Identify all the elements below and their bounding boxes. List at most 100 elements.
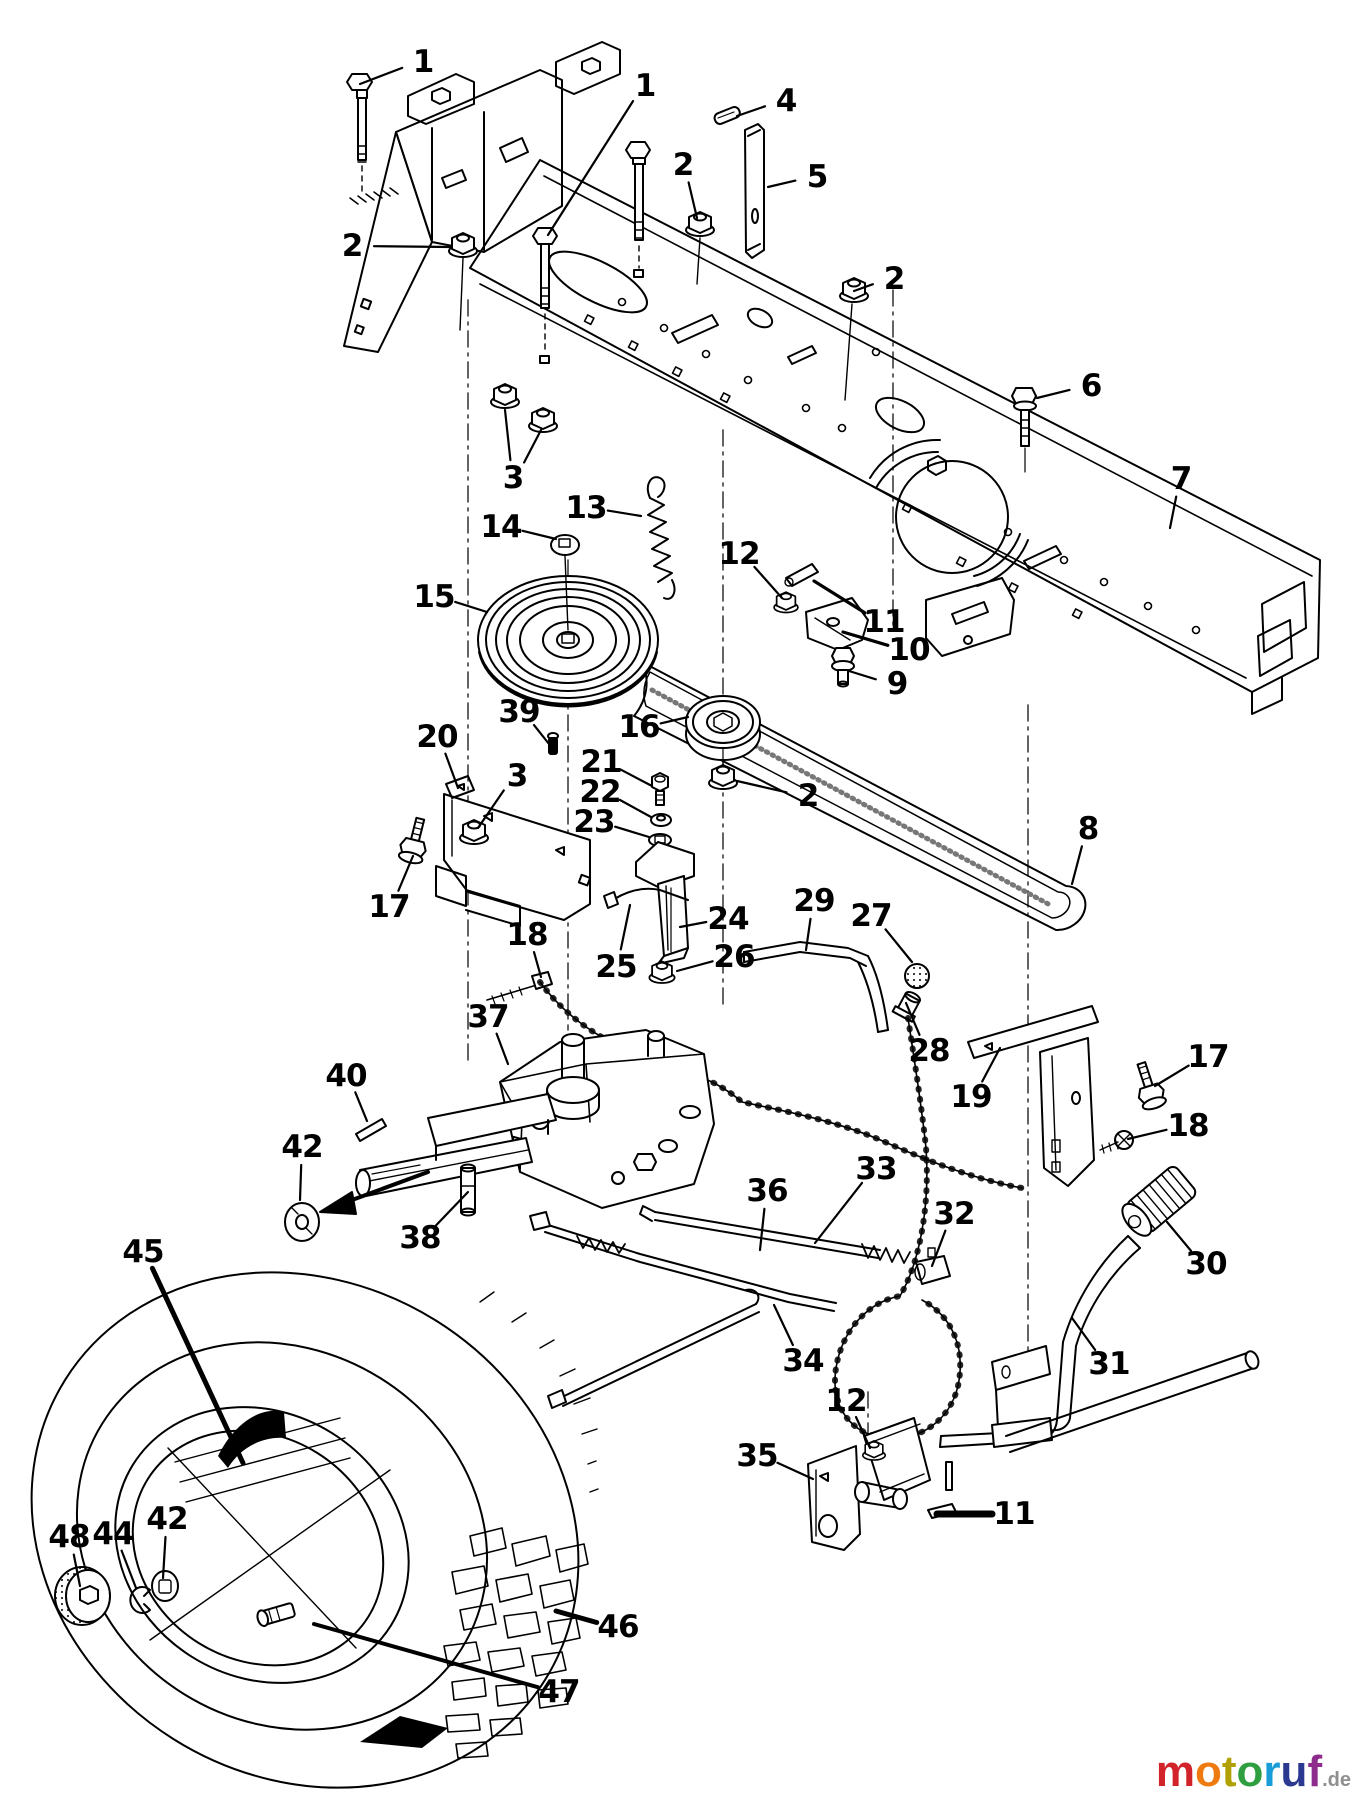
callout-number: 23 [573,804,614,840]
callout-number: 27 [850,898,891,934]
callout-5: 5 [766,159,828,195]
callout-29: 29 [793,883,836,952]
callout-16: 16 [618,709,690,745]
frame-main-plate [469,159,1321,715]
callout-44: 44 [92,1516,138,1590]
callout-34: 34 [772,1303,825,1379]
callout-number: 11 [863,604,904,640]
callout-leader [606,509,643,518]
callout-number: 17 [1187,1039,1228,1075]
callout-number: 1 [635,68,656,104]
callout-39: 39 [498,694,551,746]
callout-number: 48 [48,1519,89,1555]
callout-number: 19 [950,1079,991,1115]
callout-number: 25 [595,949,636,985]
callout-leader [546,99,635,237]
push-nut-18b [1099,1130,1134,1154]
stack-pulley-15 [477,555,659,708]
callout-number: 30 [1185,1246,1227,1282]
watermark-letter: m [1155,1747,1195,1796]
wire-link-25 [603,887,689,909]
callout-leader [687,181,699,220]
callout-30: 30 [1165,1220,1228,1282]
callout-number: 36 [746,1173,787,1209]
callout-46: 46 [553,1608,640,1645]
watermark-letter: u [1280,1747,1308,1796]
callout-24: 24 [678,901,750,937]
callout-number: 12 [718,536,759,572]
callout-45: 45 [122,1234,246,1466]
spring-13 [646,476,676,600]
callout-13: 13 [565,490,643,526]
pedal-grip-30 [1121,1165,1197,1237]
bracket-19 [967,1005,1099,1187]
watermark-letter: r [1263,1747,1281,1796]
callout-42: 42 [281,1129,324,1202]
tire-tread [443,1527,589,1759]
callout-number: 31 [1088,1346,1129,1382]
callout-number: 22 [579,774,620,810]
callout-leader [454,600,489,614]
callout-leader [1035,388,1071,400]
callout-number: 26 [713,939,754,975]
callout-27: 27 [850,898,914,964]
callout-37: 37 [467,999,510,1066]
callout-number: 13 [565,490,606,526]
callout-11: 11 [933,1496,1036,1532]
callout-number: 32 [933,1196,974,1232]
callout-23: 23 [573,804,651,840]
callout-leader [503,408,512,462]
callout-number: 12 [825,1383,866,1419]
callout-leader [852,283,875,293]
hub-cap-48 [54,1566,111,1626]
callout-leader [884,928,914,964]
callout-36: 36 [746,1173,789,1252]
callout-leader [522,428,543,464]
watermark-letter: o [1236,1747,1264,1796]
bolt-17a [397,816,427,865]
callout-leader [354,1091,369,1123]
support-bracket-20 [435,775,592,927]
cap-nut-14 [550,534,580,556]
flange-nut-26 [648,960,676,984]
flange-nut-12b [861,1440,887,1461]
callout-number: 29 [793,883,834,919]
callout-number: 2 [673,147,694,183]
callout-18: 18 [1126,1108,1210,1144]
callout-17: 17 [1153,1039,1230,1088]
washer-42a [284,1202,320,1242]
idler-bracket-10 [805,597,869,651]
link-rod-34 [547,1288,760,1409]
bolt-39 [547,732,559,755]
callout-number: 3 [503,460,524,496]
return-spring [576,1235,626,1254]
callout-38: 38 [399,1190,470,1256]
callout-number: 11 [993,1496,1034,1532]
channel-bracket-24 [635,841,695,965]
callout-number: 40 [325,1058,367,1094]
callout-7: 7 [1168,461,1192,530]
frame-front-tower [343,41,621,353]
callout-leader [1165,1220,1193,1252]
callout-leader [813,1181,864,1245]
callout-leader [1070,1316,1097,1352]
callout-number: 47 [538,1674,579,1710]
callout-leader [812,579,867,615]
callout-18: 18 [506,917,549,979]
flange-nut-2d [708,764,738,790]
callout-2: 2 [342,228,452,264]
callout-leader [618,798,653,819]
callout-number: 3 [507,758,528,794]
callout-leader [981,1046,1002,1083]
callout-8: 8 [1070,811,1099,886]
callout-leader [372,245,452,249]
watermark-letter: f [1307,1747,1323,1796]
callout-leader [532,950,543,979]
callout-number: 42 [281,1129,322,1165]
flange-nut-3c [459,819,489,845]
spacer-38 [460,1163,476,1217]
callout-leader [298,1163,303,1202]
callout-leader [930,1229,947,1268]
drag-link-36 [529,1211,837,1312]
